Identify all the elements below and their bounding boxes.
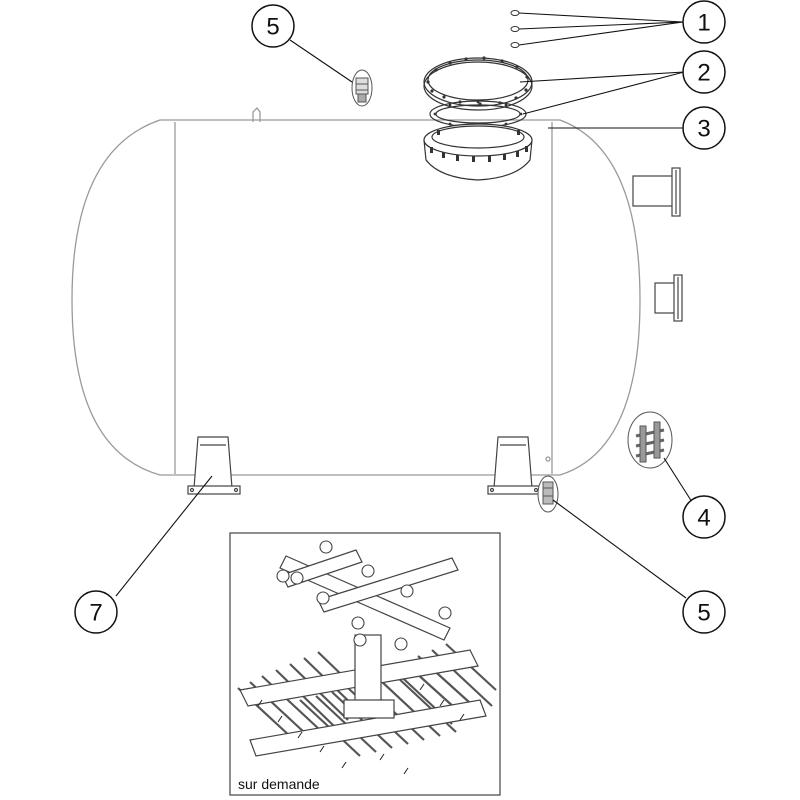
manhole-cover	[423, 56, 533, 111]
leader-lines	[115, 12, 693, 599]
manometer-bracket	[627, 411, 673, 469]
inset-caption: sur demande	[238, 776, 320, 792]
collector-slots	[257, 683, 465, 775]
sight-glass-bottom	[537, 475, 559, 513]
callout-5-bottom: 5	[682, 590, 726, 634]
callout-5-top-label: 5	[266, 14, 279, 41]
side-nozzle-upper	[632, 167, 681, 217]
callout-2: 2	[682, 50, 726, 94]
callout-3-label: 3	[697, 116, 710, 143]
collector-header-pipe	[239, 634, 487, 757]
callout-3: 3	[682, 106, 726, 150]
callout-5-top: 5	[251, 4, 295, 48]
callout-4-label: 4	[697, 505, 710, 532]
bolts	[510, 10, 520, 48]
callout-7: 7	[74, 590, 118, 634]
diffuser-heads	[276, 540, 452, 651]
sight-glass-top	[351, 69, 373, 107]
callout-7-label: 7	[89, 600, 102, 627]
gasket-ring	[429, 100, 527, 128]
callout-1-label: 1	[697, 10, 710, 37]
support-leg-right	[487, 436, 541, 495]
side-nozzle-lower	[654, 274, 683, 322]
callout-2-label: 2	[697, 60, 710, 87]
callout-4: 4	[682, 495, 726, 539]
callout-5-bottom-label: 5	[697, 600, 710, 627]
inset-panel: sur demande	[229, 532, 501, 796]
manhole-flange	[423, 123, 533, 181]
support-leg-left	[187, 436, 241, 495]
filter-tank	[71, 107, 641, 476]
callout-1: 1	[682, 0, 726, 44]
